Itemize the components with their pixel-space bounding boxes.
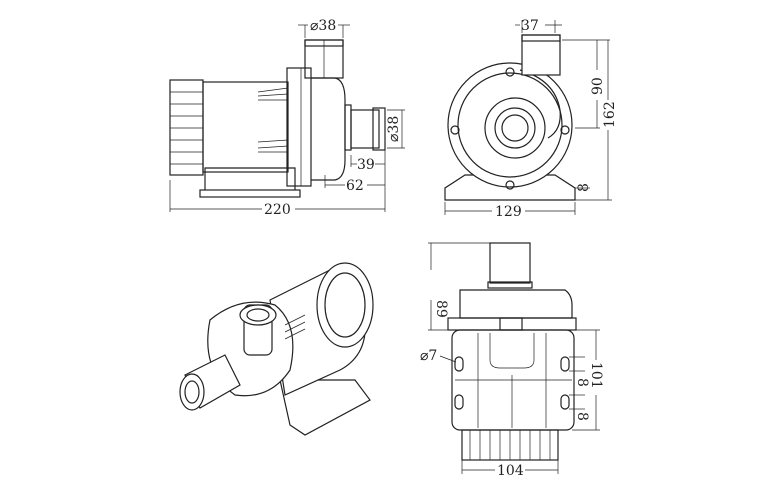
dim-outlet-offset: 37: [521, 18, 539, 34]
dim-outlet-length: 89: [433, 300, 449, 318]
dim-base-width: 104: [497, 463, 524, 479]
isometric-view: [179, 262, 374, 436]
dim-base-thickness: 8: [576, 183, 592, 192]
dim-inlet-diameter: ⌀38: [386, 116, 402, 142]
dim-inlet-length: 39: [357, 157, 375, 173]
dim-overall-length: 220: [264, 202, 291, 218]
dim-slot-length-1: 8: [574, 378, 590, 387]
dim-inlet-offset: 62: [346, 178, 364, 194]
side-view: ⌀38 ⌀38 39 62 220: [169, 18, 405, 218]
front-view: 37 90 162 8 129: [444, 18, 618, 220]
dim-overall-height: 162: [602, 101, 618, 128]
dim-outlet-diameter: ⌀38: [310, 18, 336, 34]
dim-slot-length-2: 8: [574, 412, 590, 421]
dim-center-height: 90: [590, 77, 606, 95]
dim-hole-diameter: ⌀7: [420, 348, 437, 364]
dim-hole-spacing: 101: [588, 362, 604, 389]
dim-overall-width: 129: [495, 204, 522, 220]
bottom-view: 89 ⌀7 8 8 101 104: [420, 242, 604, 479]
